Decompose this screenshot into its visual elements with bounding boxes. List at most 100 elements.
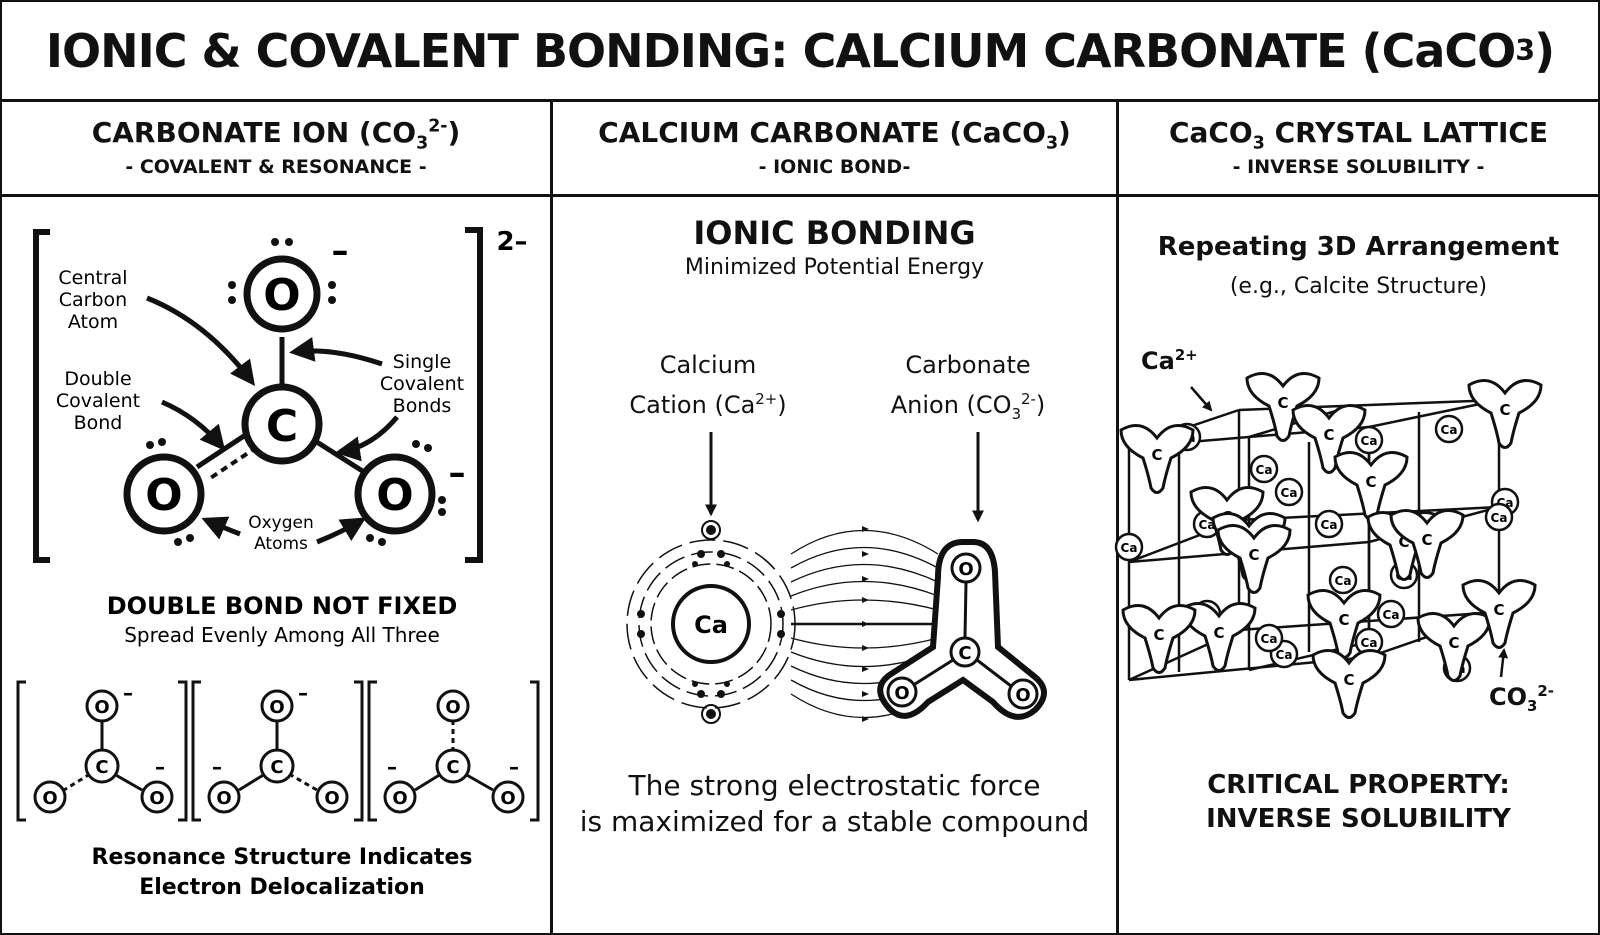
crystal-lattice-panel: CaCO3 CRYSTAL LATTICE - INVERSE SOLUBILI… [1114, 102, 1598, 933]
critical-property-2: INVERSE SOLUBILITY [1206, 804, 1511, 834]
svg-text:C: C [1398, 533, 1409, 551]
lattice-co3-node: C [1333, 451, 1409, 521]
res1-o-left: O [42, 788, 57, 809]
res2-c: C [270, 757, 283, 778]
spread-evenly-text: Spread Evenly Among All Three [124, 623, 440, 647]
svg-text:Ca: Ca [1281, 486, 1298, 500]
carbonate-ion-header: CARBONATE ION (CO32-) - COVALENT & RESON… [2, 102, 550, 197]
left-bracket [33, 229, 50, 563]
lattice-co3-node: C [1389, 509, 1465, 579]
lattice-ca-node: Ca [1328, 565, 1358, 595]
right-oxygen-label: O [376, 470, 413, 521]
svg-text:Ca: Ca [1256, 463, 1273, 477]
ca-atom-label: Ca [694, 611, 728, 639]
cation-label: Calcium Cation (Ca2+) [629, 351, 787, 419]
lattice-co3-node: C [1119, 424, 1195, 494]
lattice-co3-node: C [1311, 649, 1387, 719]
res2-charge-left: – [212, 755, 222, 779]
electrostatic-caption-2: is maximized for a stable compound [579, 805, 1090, 838]
single-bonds-annotation-1: Single [393, 351, 451, 373]
lattice-co3-node: C [1245, 372, 1321, 442]
svg-text:Ca: Ca [1121, 541, 1138, 555]
svg-text:C: C [1421, 531, 1432, 549]
svg-text:C: C [1499, 401, 1510, 419]
res3-charge-right: – [509, 755, 519, 779]
calcium-carbonate-heading: CALCIUM CARBONATE (CaCO3) [598, 116, 1071, 154]
double-bond-annotation-3: Bond [74, 412, 123, 434]
lattice-ca-node: Ca [1274, 477, 1304, 507]
ion-charge: 2– [496, 227, 527, 257]
svg-text:C: C [1213, 624, 1224, 642]
lattice-co3-node: C [1121, 604, 1197, 674]
svg-text:C: C [1343, 671, 1354, 689]
top-oxygen-label: O [263, 270, 300, 321]
res3-charge-left: – [387, 755, 397, 779]
ca-ion-label: Ca2+ [1141, 346, 1198, 375]
ionic-bonding-subtitle: Minimized Potential Energy [684, 255, 985, 280]
crystal-lattice-diagram: CaCaCaCaCaCaCaCaCaCaCaCaCaCaCaCaCaCaCaCC… [1114, 372, 1543, 719]
lattice-ca-node: Ca [1354, 425, 1384, 455]
double-bond-annotation-1: Double [64, 368, 131, 390]
resonance-caption-1: Resonance Structure Indicates [92, 845, 473, 870]
main-title-subscript: 3 [1515, 34, 1535, 67]
central-carbon-annotation-1: Central [58, 267, 127, 289]
lattice-ca-node: Ca [1376, 599, 1406, 629]
lattice-ca-node: Ca [1249, 454, 1279, 484]
anion-c: C [958, 643, 971, 664]
res2-o-left: O [216, 788, 231, 809]
svg-text:Ca: Ca [1276, 648, 1293, 662]
svg-text:C: C [1323, 426, 1334, 444]
double-bond-annotation-2: Covalent [56, 390, 140, 412]
lattice-ca-node: Ca [1254, 623, 1284, 653]
top-oxygen-charge: – [332, 231, 349, 271]
lattice-ca-node: Ca [1434, 414, 1464, 444]
res2-charge-top: – [298, 681, 308, 705]
left-oxygen-label: O [145, 470, 182, 521]
carbonate-structure-diagram: 2– O C O O – – [16, 227, 540, 900]
critical-property-1: CRITICAL PROPERTY: [1207, 770, 1510, 800]
main-title: IONIC & COVALENT BONDING: CALCIUM CARBON… [2, 2, 1598, 102]
res2-o-right: O [324, 788, 339, 809]
res3-o-left: O [392, 788, 407, 809]
svg-text:C: C [1248, 546, 1259, 564]
crystal-lattice-heading: CaCO3 CRYSTAL LATTICE [1168, 116, 1549, 154]
central-carbon-annotation-2: Carbon [59, 289, 127, 311]
svg-text:Ca: Ca [1261, 632, 1278, 646]
resonance-structures [16, 680, 540, 822]
right-oxygen-charge: – [449, 453, 466, 493]
lattice-ca-node: Ca [1484, 502, 1514, 532]
res1-charge-top: – [123, 681, 133, 705]
res1-o-top: O [94, 697, 109, 718]
svg-text:Ca: Ca [1321, 518, 1338, 532]
central-carbon-annotation-3: Atom [68, 311, 118, 333]
svg-text:C: C [1365, 473, 1376, 491]
anion-o-left: O [894, 683, 909, 704]
res2-o-top: O [269, 697, 284, 718]
res3-o-right: O [500, 788, 515, 809]
lattice-subtitle: (e.g., Calcite Structure) [1229, 274, 1488, 299]
lattice-co3-node: C [1467, 379, 1543, 449]
oxygen-atoms-annotation-2: Atoms [254, 534, 308, 554]
svg-text:C: C [1448, 634, 1459, 652]
oxygen-atoms-annotation-1: Oxygen [248, 513, 314, 533]
central-carbon-label: C [266, 401, 298, 452]
carbonate-ion-panel: CARBONATE ION (CO32-) - COVALENT & RESON… [2, 102, 553, 933]
anion-o-top: O [958, 559, 973, 580]
res3-c: C [446, 757, 459, 778]
anion-label: Carbonate Anion (CO32-) [890, 351, 1046, 423]
svg-text:C: C [1277, 394, 1288, 412]
crystal-lattice-header: CaCO3 CRYSTAL LATTICE - INVERSE SOLUBILI… [1119, 102, 1598, 197]
lattice-co3-node: C [1461, 579, 1537, 649]
svg-text:C: C [1493, 601, 1504, 619]
res3-o-top: O [445, 697, 460, 718]
carbonate-ion-heading: CARBONATE ION (CO32-) [91, 116, 461, 154]
lattice-co3-node: C [1216, 524, 1292, 594]
single-bonds-annotation-3: Bonds [393, 395, 452, 417]
svg-text:C: C [1151, 446, 1162, 464]
carbonate-ion-subheading: - COVALENT & RESONANCE - [125, 155, 427, 178]
calcium-carbonate-header: CALCIUM CARBONATE (CaCO3) - IONIC BOND- [553, 102, 1116, 197]
res1-o-right: O [149, 788, 164, 809]
res1-c: C [95, 757, 108, 778]
svg-text:Ca: Ca [1361, 636, 1378, 650]
